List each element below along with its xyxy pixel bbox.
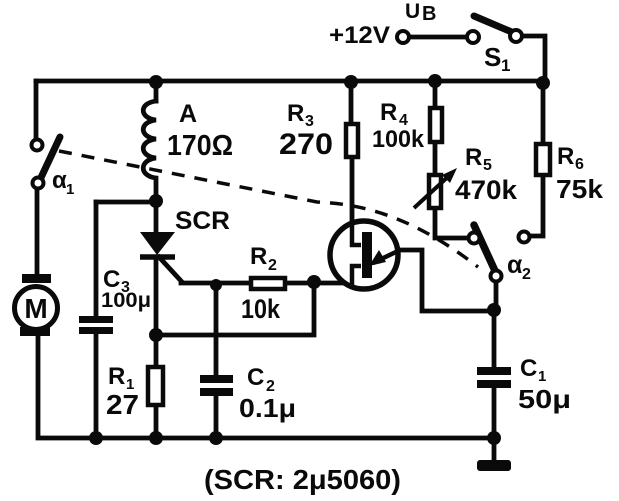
svg-text:1: 1 xyxy=(66,181,74,198)
svg-text:α: α xyxy=(507,251,523,279)
svg-text:6: 6 xyxy=(575,156,584,173)
svg-text:R: R xyxy=(108,363,125,390)
svg-text:M: M xyxy=(24,293,47,324)
svg-text:2: 2 xyxy=(268,257,277,274)
svg-text:50μ: 50μ xyxy=(518,384,571,414)
svg-text:270: 270 xyxy=(279,128,333,161)
svg-text:3: 3 xyxy=(121,279,130,296)
svg-text:R: R xyxy=(557,143,574,170)
svg-text:SCR: SCR xyxy=(175,207,230,235)
svg-text:R: R xyxy=(287,100,304,127)
svg-text:100μ: 100μ xyxy=(101,289,151,312)
svg-text:170Ω: 170Ω xyxy=(167,130,233,162)
svg-text:3: 3 xyxy=(305,113,314,130)
svg-text:1: 1 xyxy=(126,376,134,393)
svg-text:100k: 100k xyxy=(372,126,425,153)
svg-text:R: R xyxy=(465,144,482,171)
svg-text:B: B xyxy=(422,3,436,25)
svg-text:75k: 75k xyxy=(556,174,604,204)
svg-text:R: R xyxy=(250,243,267,270)
svg-text:A: A xyxy=(179,100,197,128)
svg-text:U: U xyxy=(405,0,420,23)
svg-text:5: 5 xyxy=(483,157,492,174)
svg-text:C: C xyxy=(247,364,264,391)
svg-text:(SCR: 2μ5060): (SCR: 2μ5060) xyxy=(204,464,401,495)
svg-text:+12V: +12V xyxy=(329,22,390,49)
svg-text:S: S xyxy=(484,42,501,72)
svg-text:2: 2 xyxy=(522,266,531,283)
svg-text:1: 1 xyxy=(538,368,546,385)
svg-text:10k: 10k xyxy=(241,294,281,324)
svg-text:C: C xyxy=(520,355,537,382)
svg-text:2: 2 xyxy=(266,378,275,395)
svg-text:470k: 470k xyxy=(455,175,518,205)
svg-text:27: 27 xyxy=(106,389,139,420)
svg-text:C: C xyxy=(103,266,120,293)
svg-text:α: α xyxy=(52,167,67,194)
svg-text:4: 4 xyxy=(399,112,408,129)
svg-text:0.1μ: 0.1μ xyxy=(239,393,296,423)
svg-text:1: 1 xyxy=(501,56,510,75)
svg-text:R: R xyxy=(380,99,397,126)
